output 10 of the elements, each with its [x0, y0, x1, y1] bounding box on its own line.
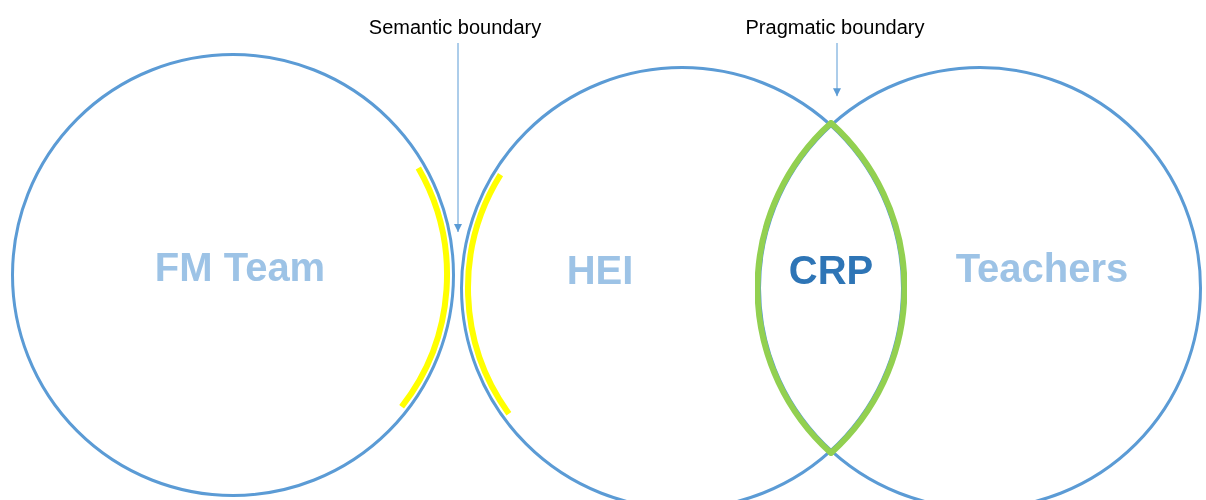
circle-label: FM Team: [154, 244, 326, 291]
overlap-label: CRP: [788, 247, 874, 294]
leader-arrow: [454, 42, 462, 233]
overlap-lens: [755, 120, 907, 456]
boundary-label: Pragmatic boundary: [745, 12, 925, 42]
venn-circle: [11, 53, 455, 497]
boundary-label: Semantic boundary: [368, 12, 542, 42]
circle-label: Teachers: [955, 245, 1129, 292]
circle-label: HEI: [566, 247, 634, 294]
leader-arrow: [833, 42, 841, 97]
